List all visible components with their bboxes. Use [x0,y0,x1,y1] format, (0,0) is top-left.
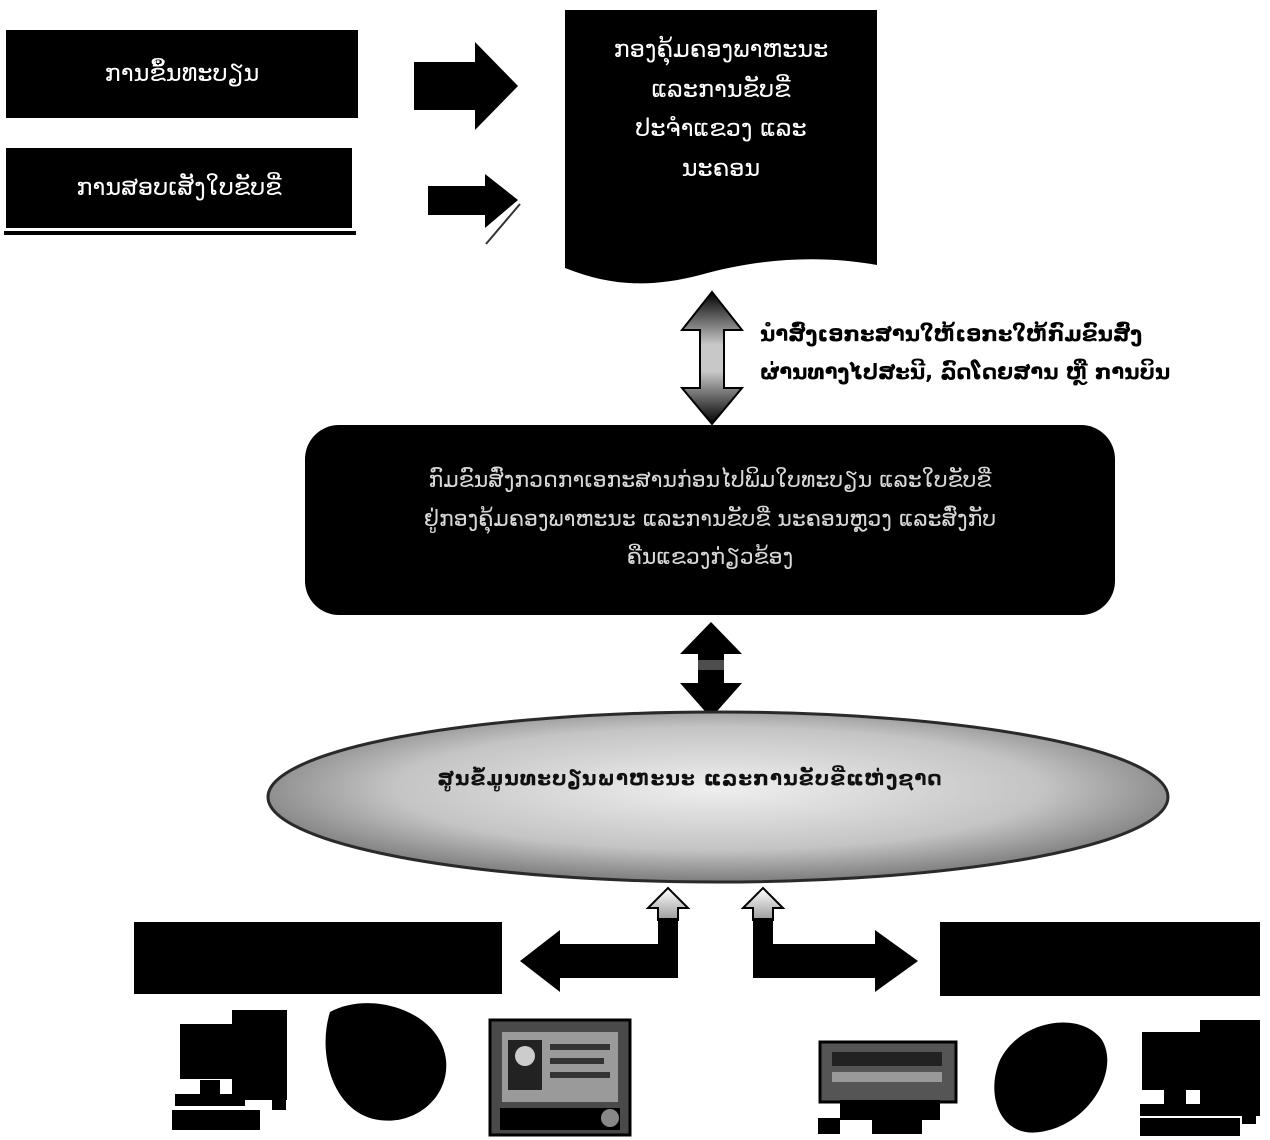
printer-icon [325,1003,447,1121]
center-line-2: ຢູ່ກອງຄຸ້ມຄອງພາຫະນະ ແລະການຂັບຂີ່ ນະຄອນຫຼ… [423,506,997,532]
registration-label: ການຂຶ້ນທະບຽນ [104,59,260,88]
office-line-2: ແລະການຂັບຂີ່ [651,74,791,103]
ellipse-label: ສູນຂໍ້ມູນທະບຽນພາຫະນະ ແລະການຂັບຂີ່ແຫ່ງຊາດ [437,766,943,790]
office-line-4: ນະຄອນ [681,153,761,182]
scanner-icon [818,1040,958,1134]
central-processing-box: ກົມຂົນສົ່ງກວດກາເອກະສານກ່ອນໄປພິມໃບທະບຽນ ແ… [305,425,1115,615]
license-test-box: ການສອບເສັງໃບຂັບຂີ່ [6,148,352,228]
connector-left [520,918,678,992]
office-line-3: ປະຈຳແຂວງ ແລະ [635,114,807,143]
center-line-3: ຄືນແຂວງກ່ຽວຂ້ອງ [626,545,794,571]
office-box-text: ກອງຄຸ້ມຄອງພາຫະນະ ແລະການຂັບຂີ່ ປະຈຳແຂວງ ແ… [575,30,867,188]
camera-card-icon [488,1018,632,1137]
right-unit-bar [940,922,1260,996]
office-document-shape [565,10,877,284]
up-arrow-right [740,886,786,921]
connector-right [753,918,918,992]
computer-icon [1140,1020,1260,1136]
registration-box: ການຂຶ້ນທະບຽນ [6,30,358,118]
arrow-license-to-office [428,174,518,228]
left-unit-bar [134,922,502,994]
computer-icon [172,1010,287,1130]
arrow-registration-to-office [414,42,518,130]
license-test-underline [4,231,356,235]
up-arrow-left [645,886,691,921]
center-line-1: ກົມຂົນສົ່ງກວດກາເອກະສານກ່ອນໄປພິມໃບທະບຽນ ແ… [428,468,992,494]
transfer-note: ນຳສົ່ງເອກະສານໃຫ້ເອກະໃຫ້ກົມຂົນສົ່ງ ຜ່ານທາ… [760,316,1260,392]
printer-icon [994,1022,1108,1133]
license-test-label: ການສອບເສັງໃບຂັບຂີ່ [76,173,282,202]
office-line-1: ກອງຄຸ້ມຄອງພາຫະນະ [613,35,829,63]
national-data-center-ellipse [266,710,1170,884]
transfer-note-line-1: ນຳສົ່ງເອກະສານໃຫ້ເອກະໃຫ້ກົມຂົນສົ່ງ [760,322,1143,346]
double-arrow-office-center [679,290,745,426]
transfer-note-line-2: ຜ່ານທາງໄປສະນີ, ລົດໂດຍສານ ຫຼື ການບິນ [760,359,1171,384]
